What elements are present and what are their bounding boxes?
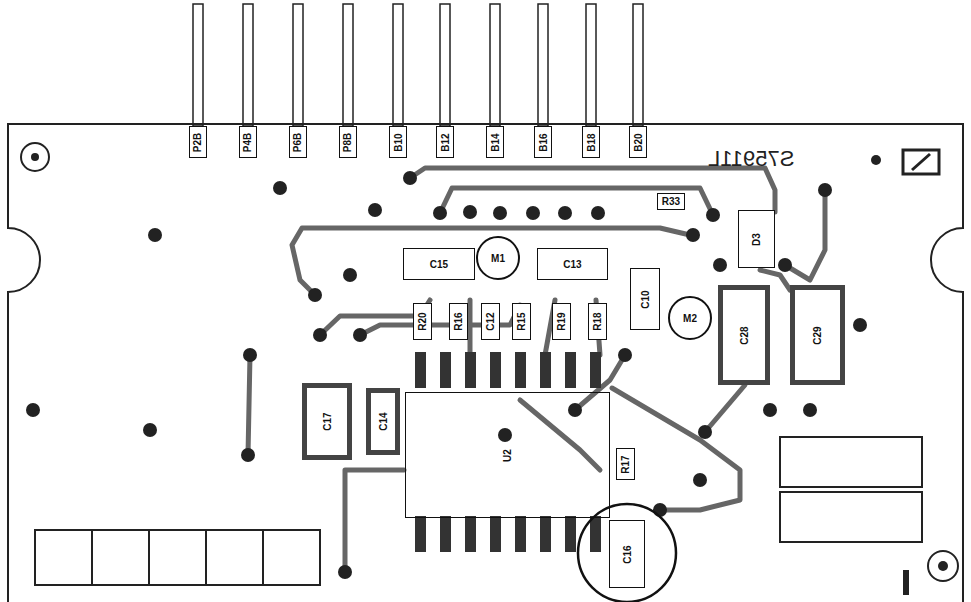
transistor-circle: M2	[668, 296, 712, 340]
pin-box: B20	[629, 126, 647, 158]
capacitor-box: C28	[718, 285, 770, 385]
part-label: C28	[738, 326, 749, 344]
capacitor-box: C13	[537, 248, 608, 280]
part-label: D3	[751, 233, 762, 246]
resistor-box: R15	[512, 303, 531, 340]
capacitor-box: C17	[302, 383, 352, 460]
capacitor-box: C10	[630, 268, 660, 330]
part-label: P2B	[193, 132, 204, 151]
capacitor-box: C29	[790, 285, 845, 385]
capacitor-box: C15	[403, 248, 475, 280]
part-label: R15	[516, 312, 527, 330]
part-label: B16	[538, 133, 549, 151]
pin-box: P8B	[339, 126, 357, 158]
pin-box: B18	[582, 126, 600, 158]
pin-box: P6B	[289, 126, 307, 158]
capacitor-box: C14	[366, 388, 400, 455]
transistor-circle: M1	[476, 236, 520, 280]
part-label: U2	[502, 449, 513, 462]
part-label: R19	[556, 312, 567, 330]
part-label: B10	[393, 133, 404, 151]
capacitor-box: C12	[481, 303, 500, 340]
part-label: R16	[453, 312, 464, 330]
pin-box: P2B	[189, 126, 207, 158]
diode-box: D3	[738, 210, 775, 268]
part-label: P6B	[293, 132, 304, 151]
resistor-box: R18	[588, 303, 607, 340]
part-label: C16	[621, 545, 632, 563]
part-label: B14	[490, 133, 501, 151]
ic-outline: U2	[405, 392, 610, 518]
resistor-box: R33	[657, 193, 685, 210]
pin-box: B16	[534, 126, 552, 158]
resistor-box: R17	[616, 448, 635, 480]
part-label: M2	[683, 313, 697, 324]
part-label: C13	[563, 259, 581, 270]
resistor-box: R16	[449, 303, 468, 340]
part-label: R20	[417, 312, 428, 330]
part-label: B18	[586, 133, 597, 151]
part-label: C15	[430, 259, 448, 270]
part-label: R33	[662, 196, 680, 207]
resistor-box: R19	[552, 303, 571, 340]
capacitor-box: C16	[609, 520, 645, 588]
part-label: P4B	[243, 132, 254, 151]
part-label: P8B	[343, 132, 354, 151]
part-label: C17	[321, 412, 332, 430]
pin-box: B12	[436, 126, 454, 158]
pin-box: B10	[389, 126, 407, 158]
part-label: C10	[639, 290, 650, 308]
part-label: R17	[620, 455, 631, 473]
board-part-number: S75911L	[708, 146, 794, 172]
pin-box: P4B	[239, 126, 257, 158]
resistor-box: R20	[413, 303, 432, 340]
pin-box: B14	[486, 126, 504, 158]
part-label: C14	[377, 412, 388, 430]
part-label: C12	[485, 312, 496, 330]
part-label: R18	[592, 312, 603, 330]
part-label: M1	[491, 253, 505, 264]
part-label: B20	[633, 133, 644, 151]
part-label: B12	[440, 133, 451, 151]
part-label: C29	[812, 326, 823, 344]
